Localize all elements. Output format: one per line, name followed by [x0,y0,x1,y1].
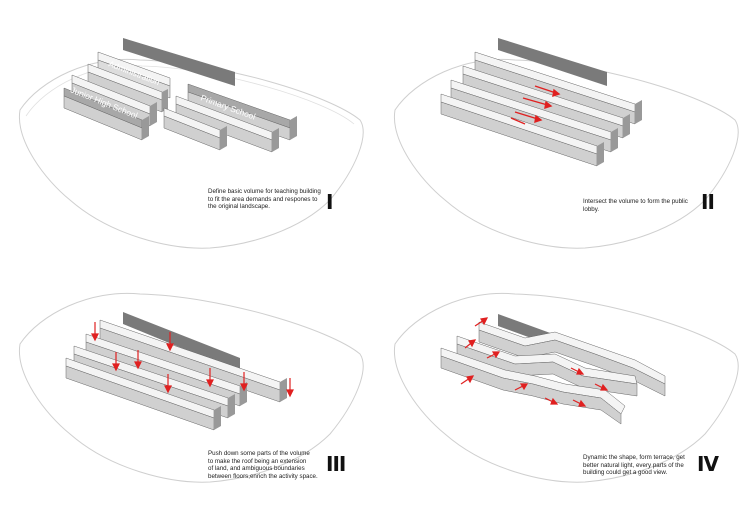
caption-1: Define basic volume for teaching buildin… [208,188,321,211]
boundary-wall [123,38,235,86]
site-boundary [18,58,364,249]
caption-2-line-1: Intersect the volume to form the public [583,198,688,205]
boundary-wall [123,312,240,372]
caption-4-line-3: building could get a good view. [583,469,668,477]
step-numeral-2: II [701,190,715,214]
caption-1-line-3: the original landscape. [208,203,270,211]
diagram-2 [393,38,739,249]
volume-admin-2 [87,63,168,113]
volume-row-1 [99,319,287,403]
diagram-3 [18,292,364,483]
step-numeral-1: I [326,190,334,214]
diagram-4 [393,292,739,483]
push-down-arrows [91,322,294,398]
caption-3-line-2: to make the roof being an extension [208,457,307,465]
terrace-arrows [460,317,609,407]
dynamic-volume-front [440,347,626,425]
site-boundary [18,292,364,483]
step-numeral-4: IV [697,452,719,476]
diagram-1: Administration Junior High School Primar… [18,38,364,249]
volume-row-4 [440,93,604,167]
volume-primary-1 [187,83,297,141]
step-numeral-3: III [326,452,346,476]
caption-3-line-1: Push down some parts of the volume [208,450,310,457]
volume-primary-3 [163,107,227,151]
caption-4-line-2: better natural light, every parts of the [583,461,684,469]
volume-row-4 [65,357,221,431]
caption-1-line-2: to fit the area demands and respones to [208,195,318,203]
volume-junior-high-2 [63,87,149,141]
caption-1-line-1: Define basic volume for teaching buildin… [208,188,321,195]
panel-2: Intersect the volume to form the public … [375,0,750,264]
panel-3: Push down some parts of the volume to ma… [0,264,375,528]
caption-4: Dynamic the shape, form terrace, get bet… [583,454,685,477]
volume-row-2 [462,65,630,139]
caption-2-line-2: lobby. [583,205,600,213]
caption-3-line-4: between floors,enrich the activity space… [208,472,318,480]
caption-3: Push down some parts of the volume to ma… [208,450,318,480]
site-boundary [393,58,739,249]
panel-1: Administration Junior High School Primar… [0,0,375,264]
boundary-wall [498,38,607,86]
caption-3-line-3: of land, and ambiguous boundaries [208,465,305,473]
lobby-intersection-arrows [510,85,561,125]
caption-4-line-1: Dynamic the shape, form terrace, get [583,454,685,461]
site-boundary [393,292,739,483]
panel-4: Dynamic the shape, form terrace, get bet… [375,264,750,528]
caption-2: Intersect the volume to form the public … [583,198,688,213]
volume-row-3 [450,79,618,153]
